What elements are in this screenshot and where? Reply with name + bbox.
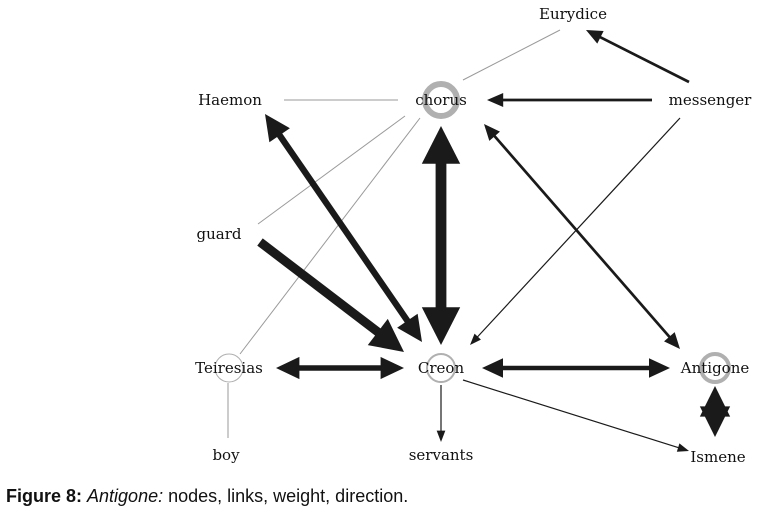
link-line <box>476 117 681 339</box>
node-servants: servants <box>409 446 474 464</box>
caption-text: nodes, links, weight, direction. <box>163 486 409 506</box>
link-chorus-guard <box>257 115 406 225</box>
arrowhead <box>397 313 422 342</box>
arrowhead <box>470 333 481 345</box>
node-boy: boy <box>212 446 240 464</box>
arrowhead <box>367 318 404 352</box>
figure-caption: Figure 8: Antigone: nodes, links, weight… <box>6 486 408 507</box>
node-haemon: Haemon <box>198 91 262 109</box>
node-ring <box>426 353 456 383</box>
link-line <box>239 117 421 355</box>
link-line <box>462 379 680 449</box>
arrowhead <box>380 356 404 380</box>
arrowhead <box>586 30 604 44</box>
link-line <box>492 133 672 340</box>
node-label-teiresias: Teiresias <box>195 359 263 377</box>
link-creon-antigone <box>482 358 670 378</box>
node-label-creon: Creon <box>418 359 465 377</box>
arrowhead <box>276 356 300 380</box>
arrowhead <box>664 332 680 349</box>
link-creon-servants <box>436 385 446 442</box>
node-ring <box>214 353 244 383</box>
link-line <box>462 29 561 81</box>
link-creon-chorus <box>421 126 461 345</box>
link-messenger-creon <box>470 117 681 345</box>
node-eurydice: Eurydice <box>539 5 607 23</box>
link-chorus-antigone <box>484 124 680 349</box>
node-label-guard: guard <box>197 225 242 243</box>
node-messenger: messenger <box>669 91 753 109</box>
arrowhead <box>649 358 670 378</box>
node-ismene: Ismene <box>690 448 745 466</box>
node-label-servants: servants <box>409 446 474 464</box>
link-creon-haemon <box>265 114 422 342</box>
link-messenger-eurydice <box>586 30 690 84</box>
node-guard: guard <box>197 225 242 243</box>
arrowhead <box>676 443 689 452</box>
node-antigone: Antigone <box>680 352 750 384</box>
arrowhead <box>699 406 731 437</box>
node-label-boy: boy <box>212 446 240 464</box>
node-label-messenger: messenger <box>669 91 753 109</box>
arrowhead <box>487 92 504 108</box>
node-label-haemon: Haemon <box>198 91 262 109</box>
link-line <box>257 115 406 225</box>
node-chorus: chorus <box>415 81 467 119</box>
link-messenger-chorus <box>487 92 652 108</box>
link-teiresias-creon <box>276 356 404 380</box>
arrowhead <box>421 307 461 345</box>
link-line <box>274 130 413 326</box>
link-chorus-teiresias <box>239 117 421 355</box>
node-creon: Creon <box>418 353 465 383</box>
node-label-eurydice: Eurydice <box>539 5 607 23</box>
node-label-antigone: Antigone <box>680 359 750 377</box>
link-guard-creon <box>257 238 404 352</box>
arrowhead <box>484 124 500 141</box>
node-teiresias: Teiresias <box>195 353 263 383</box>
node-label-chorus: chorus <box>415 91 467 109</box>
link-ismene-antigone <box>699 386 731 437</box>
node-label-ismene: Ismene <box>690 448 745 466</box>
link-chorus-eurydice <box>462 29 561 81</box>
arrowhead <box>421 126 461 164</box>
caption-figure-label: Figure 8: <box>6 486 83 506</box>
node-ring <box>422 81 460 119</box>
arrowhead <box>482 358 503 378</box>
link-creon-ismene <box>462 379 689 452</box>
arrowhead <box>265 114 290 143</box>
link-line <box>257 238 385 339</box>
caption-play-title: Antigone: <box>87 486 164 506</box>
edges-group <box>227 29 731 452</box>
node-ring <box>699 352 731 384</box>
link-line <box>597 35 690 84</box>
arrowhead <box>436 430 446 442</box>
